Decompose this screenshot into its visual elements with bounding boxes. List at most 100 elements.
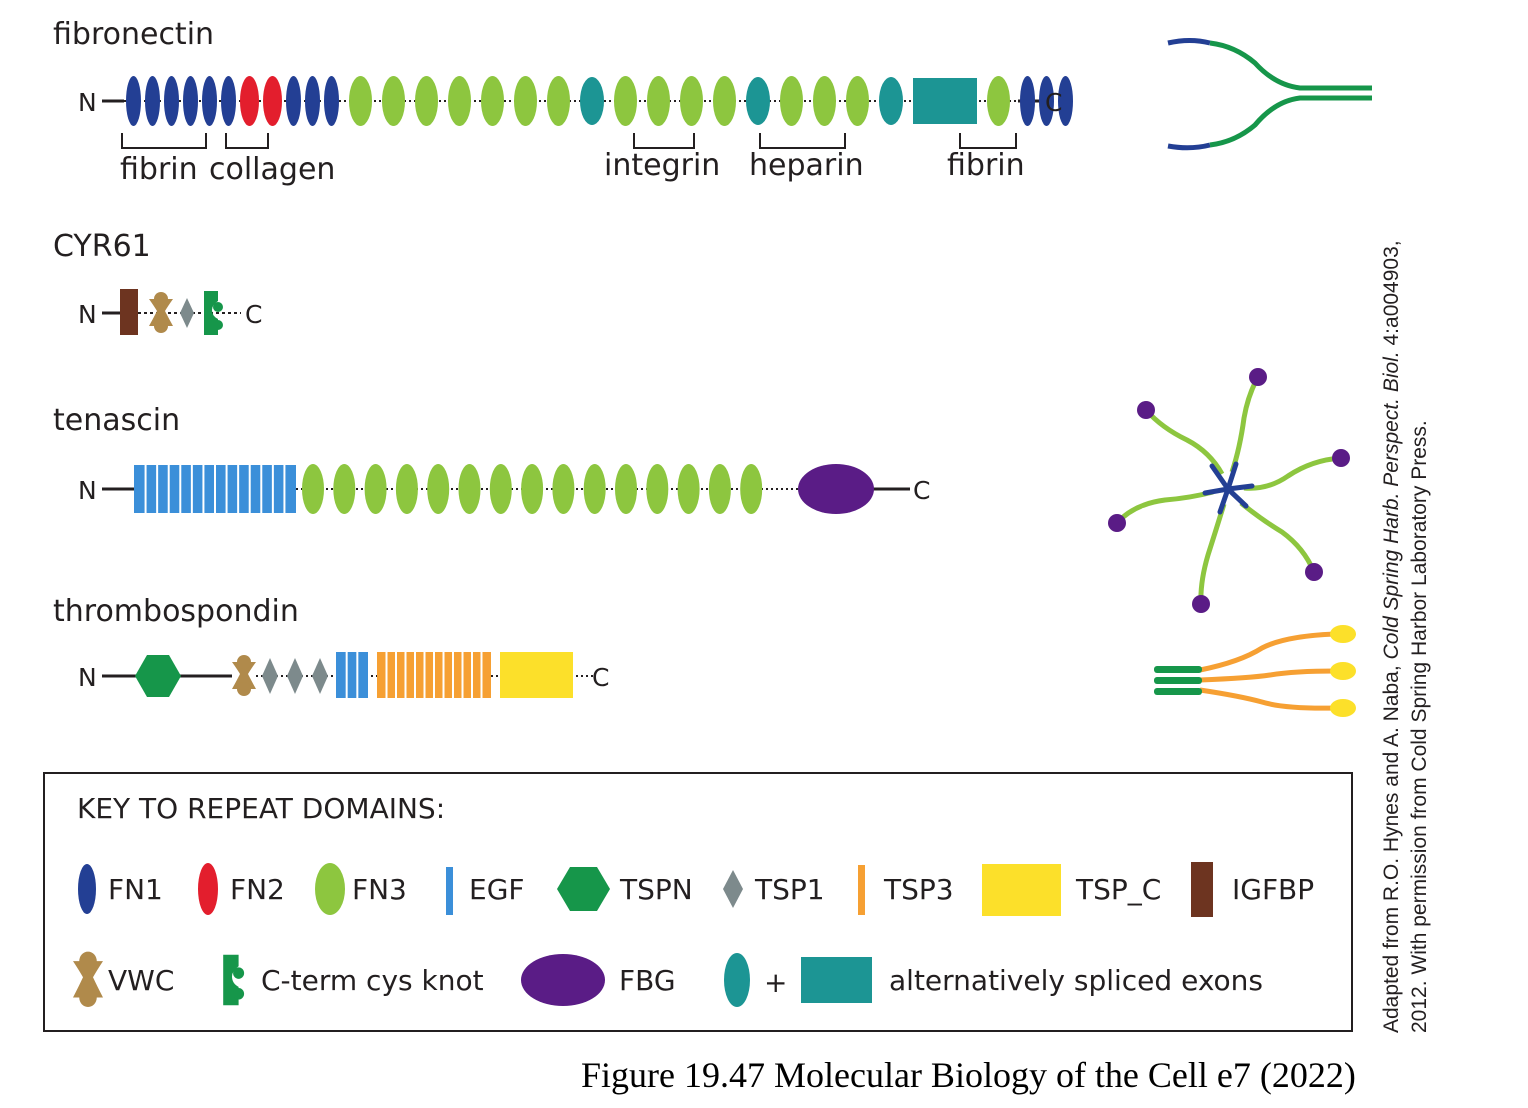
fn3-domain <box>677 464 700 514</box>
key-label: IGFBP <box>1232 873 1314 906</box>
fn3-domain <box>780 76 803 126</box>
trimer-tsp-c-knob <box>1330 662 1356 680</box>
fn1-domain <box>1020 76 1035 126</box>
fn1-domain <box>202 76 217 126</box>
binding-site-label: heparin <box>749 148 864 183</box>
fn2-domain <box>240 76 259 126</box>
fn3-domain <box>395 464 418 514</box>
binding-site-label: integrin <box>604 148 720 183</box>
bracket-fibrin-2 <box>959 133 1017 149</box>
fn1-domain <box>164 76 179 126</box>
alt-spliced-box-key-icon <box>801 957 872 1003</box>
fibronectin-domain-track <box>126 76 1073 126</box>
hexabrachion-arm <box>1144 408 1225 476</box>
thrombospondin-tsp1-repeats <box>262 658 328 694</box>
key-frame <box>43 772 1353 1032</box>
key-label: C-term cys knot <box>261 964 484 997</box>
fn3-domain <box>448 76 471 126</box>
alt-domain <box>580 77 604 125</box>
hexabrachion-arm <box>1198 503 1227 605</box>
igfbp-key-icon <box>1191 862 1213 917</box>
thrombospondin-trimer-schematic <box>1154 625 1356 717</box>
hexabrachion-fbg-knob <box>1108 514 1126 532</box>
hexabrachion-arm <box>1239 501 1317 573</box>
hexabrachion-arm <box>1229 375 1261 473</box>
dimer-fibrin-end <box>1167 38 1211 46</box>
tsp-c-domain <box>500 652 573 698</box>
tsp-c-key-icon <box>982 864 1061 916</box>
alt-spliced-exon-box <box>913 78 977 124</box>
dimer-strand <box>1209 40 1372 91</box>
fn3-domain <box>547 76 570 126</box>
fn1-key-icon <box>78 864 96 914</box>
fn1-domain <box>324 76 339 126</box>
key-label: TSP1 <box>754 873 825 906</box>
fn3-domain <box>382 76 405 126</box>
fn3-domain <box>987 76 1010 126</box>
fn3-domain <box>514 76 537 126</box>
thrombospondin-c-terminus: C <box>592 663 609 692</box>
tsp1-domain <box>312 658 328 694</box>
egf-block <box>336 652 368 698</box>
key-label: VWC <box>108 964 174 997</box>
hexabrachion-fbg-knob <box>1305 563 1323 581</box>
credit-text: Adapted from R.O. Hynes and A. Naba, Col… <box>1380 240 1431 1033</box>
thrombospondin-row: thrombospondin N C <box>53 594 609 698</box>
trimer-tsp-c-knob <box>1330 625 1356 643</box>
hexabrachion-fbg-knob <box>1192 595 1210 613</box>
fn3-domain <box>813 76 836 126</box>
fn3-domain <box>349 76 372 126</box>
thrombospondin-tsp3-block <box>377 652 491 698</box>
credit-line-1: Adapted from R.O. Hynes and A. Naba, Col… <box>1380 240 1403 1033</box>
fn1-domain <box>286 76 301 126</box>
hexabrachion-fbg-knob <box>1137 401 1155 419</box>
binding-site-label: fibrin <box>947 148 1025 183</box>
alt-domain <box>746 77 770 125</box>
fn3-key-icon <box>315 863 345 915</box>
fn3-domain <box>302 464 324 514</box>
fn1-domain <box>126 76 141 126</box>
key-label: alternatively spliced exons <box>889 964 1263 997</box>
fn3-domain <box>846 76 869 126</box>
tenascin-c-terminus: C <box>913 476 930 505</box>
fn3-domain <box>646 464 669 514</box>
trimer-tsp-c-knob <box>1330 699 1356 717</box>
fn3-domain <box>333 464 356 514</box>
fn3-domain <box>615 464 637 514</box>
fn3-domain <box>427 464 450 514</box>
tenascin-hexabrachion-schematic <box>1108 368 1350 613</box>
fn3-domain <box>740 464 763 514</box>
key-legend: KEY TO REPEAT DOMAINS: FN1 FN2 FN3 EGF T… <box>43 772 1353 1032</box>
hexabrachion-arm <box>1115 489 1214 525</box>
fn3-domain <box>521 464 544 514</box>
trimer-strand <box>1199 631 1336 673</box>
fn2-key-icon <box>198 863 218 915</box>
tenascin-n-terminus: N <box>78 476 97 505</box>
tsp1-domain <box>262 658 278 694</box>
tenascin-fn3-repeats <box>302 464 763 514</box>
key-label: FN1 <box>108 873 163 906</box>
key-label: TSP3 <box>883 873 954 906</box>
fn3-domain <box>713 76 736 126</box>
thrombospondin-egf-repeats <box>336 652 368 698</box>
fibronectin-label: fibronectin <box>53 17 214 52</box>
tenascin-row: tenascin N C <box>53 403 930 514</box>
fn3-domain <box>489 464 512 514</box>
cyr61-c-terminus: C <box>245 300 262 329</box>
vwc-key-icon <box>73 951 103 1007</box>
fibronectin-row: fibronectin N C fibrin collagen integrin… <box>53 17 1073 187</box>
figure-caption: Figure 19.47 Molecular Biology of the Ce… <box>581 1055 1356 1095</box>
fn3-domain <box>583 464 606 514</box>
tspn-domain <box>135 655 181 697</box>
thrombospondin-label: thrombospondin <box>53 594 299 629</box>
key-label: TSPN <box>619 873 693 906</box>
tsp1-domain <box>287 658 303 694</box>
key-label: FN3 <box>352 873 407 906</box>
credit-line-2: 2012. With permission from Cold Spring H… <box>1408 420 1431 1033</box>
c-term-cys-knot-domain <box>204 291 223 335</box>
fn3-domain <box>680 76 703 126</box>
hexabrachion-fbg-knob <box>1249 368 1267 386</box>
cyr61-row: CYR61 N C <box>53 229 262 335</box>
fn1-domain <box>1039 76 1054 126</box>
fn3-domain <box>364 464 387 514</box>
